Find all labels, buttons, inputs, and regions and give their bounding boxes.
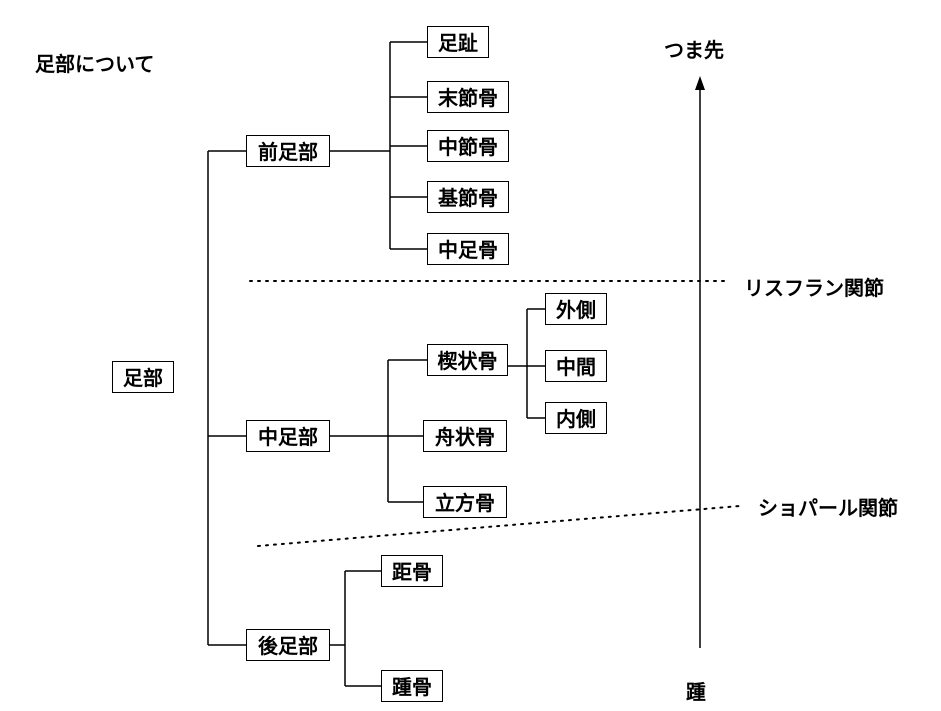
page-title: 足部について [35, 52, 155, 76]
chopart-joint-line [257, 505, 741, 547]
node-cuneiform: 楔状骨 [427, 344, 508, 376]
node-calcaneus: 踵骨 [381, 670, 443, 702]
heel-label: 踵 [686, 680, 706, 704]
node-navicular: 舟状骨 [423, 420, 507, 452]
node-hindfoot: 後足部 [246, 629, 330, 661]
arrow-head [695, 76, 705, 90]
toe-label: つま先 [664, 38, 724, 62]
node-root-foot: 足部 [112, 361, 174, 393]
node-distal-phalanx: 末節骨 [427, 81, 509, 113]
node-midfoot: 中足部 [246, 420, 330, 452]
node-talus: 距骨 [381, 555, 443, 587]
lisfranc-joint-label: リスフラン関節 [744, 276, 884, 300]
chopart-joint-label: ショパール関節 [758, 496, 898, 520]
node-cuneiform-medial: 内側 [545, 402, 607, 434]
node-cuneiform-lateral: 外側 [545, 293, 607, 325]
node-proximal-phalanx: 基節骨 [427, 181, 509, 213]
node-middle-phalanx: 中節骨 [427, 130, 509, 162]
node-toes: 足趾 [427, 26, 489, 58]
node-cuboid: 立方骨 [423, 486, 507, 518]
node-cuneiform-intermediate: 中間 [545, 350, 607, 382]
node-metatarsal: 中足骨 [427, 233, 509, 265]
node-forefoot: 前足部 [246, 135, 330, 167]
